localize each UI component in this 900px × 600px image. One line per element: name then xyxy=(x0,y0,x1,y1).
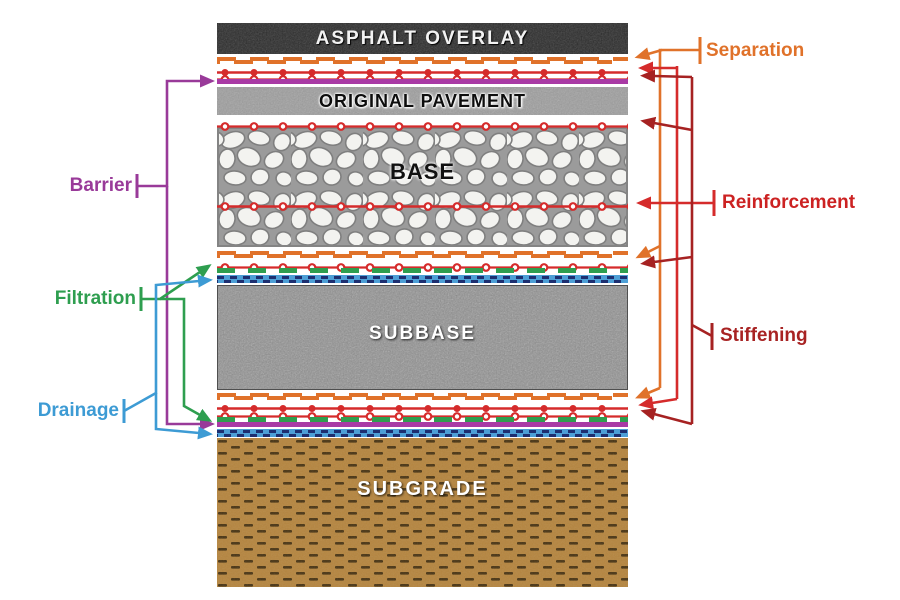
subgrade-texture xyxy=(217,438,628,587)
separation-leader xyxy=(634,37,702,399)
layer-asphalt-overlay: ASPHALT OVERLAY xyxy=(217,23,628,54)
base-aggregate-texture xyxy=(219,129,626,245)
stiffening-leader xyxy=(640,69,714,426)
interlayer-filtration-green-2 xyxy=(217,417,628,422)
layer-label-subbase: SUBBASE xyxy=(369,322,476,344)
barrier-label: Barrier xyxy=(69,175,132,196)
separation-label: Separation xyxy=(706,40,805,61)
layer-label-base: BASE xyxy=(389,159,456,184)
interlayer-reinforcement-dots-2 xyxy=(217,400,628,413)
subbase-texture xyxy=(218,286,627,389)
interlayer-stiffening-circles-2 xyxy=(217,118,628,131)
interlayer-stiffening-circles-4 xyxy=(217,408,628,421)
reinforcement-leader xyxy=(636,61,716,410)
original-pavement-texture xyxy=(217,87,628,115)
interlayer-barrier-purple-1 xyxy=(217,79,628,84)
interlayer-barrier-purple-2 xyxy=(217,422,628,427)
filtration-label: Filtration xyxy=(54,288,136,309)
reinforcement-label: Reinforcement xyxy=(722,192,856,213)
interlayer-reinforcement-midbase xyxy=(217,198,628,211)
interlayer-stiffening-circles-3 xyxy=(217,259,628,272)
interlayer-filtration-green-1 xyxy=(217,268,628,273)
layer-base: BASE xyxy=(217,127,628,247)
interlayer-reinforcement-dots-1 xyxy=(217,64,628,77)
asphalt-texture xyxy=(217,23,628,54)
drainage-label: Drainage xyxy=(37,400,119,421)
layer-label-subgrade: SUBGRADE xyxy=(357,478,488,500)
layer-original-pavement: ORIGINAL PAVEMENT xyxy=(217,87,628,115)
interlayer-drainage-blue-2 xyxy=(217,429,628,437)
stiffening-label: Stiffening xyxy=(720,325,808,346)
interlayer-separation-orange-2 xyxy=(217,251,628,258)
interlayer-drainage-blue-1 xyxy=(217,275,628,283)
interlayer-separation-orange-3 xyxy=(217,393,628,400)
layer-label-original-pavement: ORIGINAL PAVEMENT xyxy=(318,90,526,111)
layer-label-asphalt-overlay: ASPHALT OVERLAY xyxy=(315,27,530,49)
layer-subbase: SUBBASE xyxy=(217,285,628,390)
barrier-leader xyxy=(135,74,215,431)
layer-subgrade: SUBGRADE xyxy=(217,438,628,587)
filtration-leader xyxy=(139,264,213,422)
interlayer-separation-orange-1 xyxy=(217,57,628,64)
